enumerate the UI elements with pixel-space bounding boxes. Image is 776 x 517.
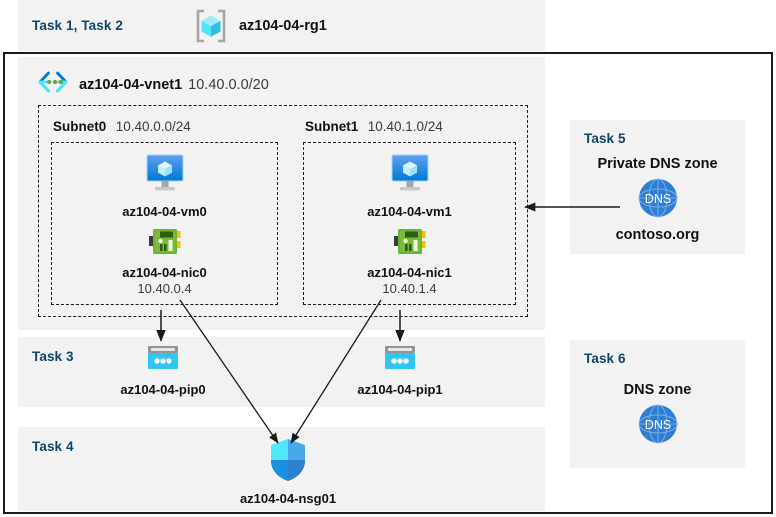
network-interface-icon: [392, 227, 428, 262]
public-ip-address-icon: [382, 344, 418, 379]
task-label-3: Task 3: [32, 349, 74, 364]
virtual-network-header: az104-04-vnet1 10.40.0.0/20: [36, 70, 269, 99]
public-ip-band: Task 3: [18, 337, 545, 407]
vm-0-node[interactable]: az104-04-vm0: [122, 152, 207, 219]
nic-0-ip: 10.40.0.4: [137, 281, 192, 296]
pip-0-label: az104-04-pip0: [120, 382, 206, 397]
subnets-container: Subnet0 10.40.0.0/24: [38, 105, 528, 317]
network-security-group-icon: [267, 437, 309, 488]
nic-1-label: az104-04-nic1: [367, 265, 452, 280]
pip-0-node[interactable]: az104-04-pip0: [113, 344, 213, 397]
subnet-1-name: Subnet1: [305, 119, 359, 134]
subnet-1-header: Subnet1 10.40.1.0/24: [305, 118, 443, 136]
subnet-1-resources: az104-04-vm1: [303, 142, 516, 305]
virtual-network-name: az104-04-vnet1: [79, 76, 183, 93]
public-ip-address-icon: [145, 344, 181, 379]
dns-zone-panel: Task 6 DNS zone DNS: [570, 340, 745, 468]
dns-zone-icon: DNS: [636, 402, 680, 451]
virtual-network-icon: [36, 70, 70, 99]
task-label-4: Task 4: [32, 439, 74, 454]
pip-1-label: az104-04-pip1: [357, 382, 443, 397]
nsg-label: az104-04-nsg01: [239, 491, 337, 506]
virtual-network-panel: az104-04-vnet1 10.40.0.0/20 Subnet0 10.4…: [18, 57, 545, 330]
dns-zone-icon: DNS: [636, 176, 680, 225]
svg-text:DNS: DNS: [644, 192, 670, 206]
subnet-0-header: Subnet0 10.40.0.0/24: [53, 118, 191, 136]
nic-1-node[interactable]: az104-04-nic1 10.40.1.4: [367, 227, 452, 296]
vm-1-node[interactable]: az104-04-vm1: [367, 152, 452, 219]
virtual-machine-icon: [142, 152, 188, 201]
dns-zone-title: DNS zone: [623, 382, 692, 398]
nsg-node[interactable]: az104-04-nsg01: [216, 437, 360, 506]
subnet-0: Subnet0 10.40.0.0/24: [39, 106, 291, 316]
private-dns-zone-name: contoso.org: [615, 227, 700, 243]
virtual-machine-icon: [387, 152, 433, 201]
resource-group-band: Task 1, Task 2 az104-04-rg1: [18, 0, 545, 51]
subnet-1-cidr: 10.40.1.0/24: [367, 119, 443, 134]
subnet-0-cidr: 10.40.0.0/24: [115, 119, 191, 134]
task-label-5: Task 5: [584, 131, 626, 146]
vm-0-label: az104-04-vm0: [122, 204, 207, 219]
task-label-1-2: Task 1, Task 2: [32, 18, 123, 33]
network-interface-icon: [147, 227, 183, 262]
private-dns-zone-panel: Task 5 Private DNS zone DNS contoso.org: [570, 120, 745, 254]
nic-1-ip: 10.40.1.4: [382, 281, 437, 296]
private-dns-zone-title: Private DNS zone: [597, 156, 718, 172]
task-label-6: Task 6: [584, 351, 626, 366]
vm-1-label: az104-04-vm1: [367, 204, 452, 219]
nic-0-label: az104-04-nic0: [122, 265, 207, 280]
svg-text:DNS: DNS: [644, 418, 670, 432]
subnet-1: Subnet1 10.40.1.0/24: [291, 106, 529, 316]
subnet-0-resources: az104-04-vm0: [51, 142, 278, 305]
subnet-0-name: Subnet0: [53, 119, 107, 134]
virtual-network-cidr: 10.40.0.0/20: [188, 76, 269, 93]
nic-0-node[interactable]: az104-04-nic0 10.40.0.4: [122, 227, 207, 296]
resource-group-name: az104-04-rg1: [238, 17, 327, 34]
pip-1-node[interactable]: az104-04-pip1: [348, 344, 452, 397]
resource-group-icon: [193, 8, 229, 44]
